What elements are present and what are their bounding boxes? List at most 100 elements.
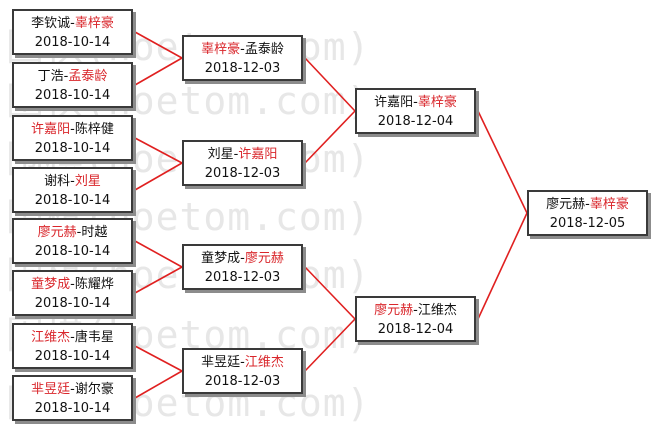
player-separator: -	[585, 197, 590, 212]
player-left: 李钦诚	[31, 16, 71, 31]
player-left: 刘星	[207, 147, 234, 162]
match-players: 童梦成-廖元赫	[184, 249, 301, 268]
player-right: 刘星	[74, 174, 101, 189]
player-separator: -	[70, 16, 75, 31]
match-date: 2018-10-14	[34, 244, 111, 259]
player-right: 廖元赫	[244, 251, 284, 266]
match-players: 谢科-刘星	[14, 172, 131, 191]
match-players: 廖元赫-江维杰	[357, 301, 474, 320]
round2-match: 芈昱廷-江维杰 2018-12-03	[182, 348, 303, 394]
player-left: 芈昱廷	[31, 382, 71, 397]
match-date: 2018-12-03	[204, 166, 281, 181]
bracket-connector-line	[134, 57, 183, 86]
match-players: 童梦成-陈耀烨	[14, 275, 131, 294]
bracket-connector-line	[304, 110, 356, 164]
bracket-connector-line	[134, 137, 183, 164]
round1-match: 童梦成-陈耀烨 2018-10-14	[12, 270, 133, 316]
player-left: 丁浩	[37, 69, 64, 84]
player-separator: -	[240, 42, 245, 57]
player-right: 辜梓豪	[589, 197, 629, 212]
match-date: 2018-12-05	[549, 216, 626, 231]
match-date: 2018-10-14	[34, 88, 111, 103]
bracket-connector-line	[134, 266, 183, 294]
player-right: 江维杰	[417, 303, 457, 318]
match-players: 刘星-许嘉阳	[184, 145, 301, 164]
match-date: 2018-12-03	[204, 61, 281, 76]
player-separator: -	[63, 69, 69, 84]
player-separator: -	[240, 355, 245, 370]
match-players: 廖元赫-时越	[14, 223, 131, 242]
player-right: 谢尔豪	[74, 382, 114, 397]
player-right: 辜梓豪	[417, 95, 457, 110]
match-date: 2018-12-03	[204, 270, 281, 285]
match-date: 2018-10-14	[34, 193, 111, 208]
round2-match: 刘星-许嘉阳 2018-12-03	[182, 140, 303, 186]
player-separator: -	[70, 382, 75, 397]
player-right: 孟泰龄	[68, 69, 108, 84]
match-date: 2018-10-14	[34, 296, 111, 311]
player-separator: -	[70, 174, 75, 189]
match-players: 芈昱廷-江维杰	[184, 353, 301, 372]
match-date: 2018-12-03	[204, 374, 281, 389]
player-left: 廖元赫	[374, 303, 414, 318]
player-left: 江维杰	[31, 330, 71, 345]
player-separator: -	[233, 147, 239, 162]
bracket-connector-line	[134, 345, 183, 372]
player-separator: -	[76, 225, 82, 240]
match-players: 廖元赫-辜梓豪	[529, 195, 646, 214]
match-players: 丁浩-孟泰龄	[14, 67, 131, 86]
player-right: 时越	[81, 225, 108, 240]
player-right: 辜梓豪	[74, 16, 114, 31]
player-left: 许嘉阳	[31, 122, 71, 137]
player-left: 芈昱廷	[201, 355, 241, 370]
bracket-connector-line	[304, 318, 356, 372]
match-date: 2018-10-14	[34, 401, 111, 416]
player-right: 江维杰	[244, 355, 284, 370]
match-players: 李钦诚-辜梓豪	[14, 14, 131, 33]
match-players: 芈昱廷-谢尔豪	[14, 380, 131, 399]
player-right: 许嘉阳	[238, 147, 278, 162]
player-separator: -	[70, 330, 75, 345]
match-players: 辜梓豪-孟泰龄	[184, 40, 301, 59]
bracket-connector-line	[134, 240, 183, 268]
bracket-connector-line	[134, 370, 183, 399]
bracket-connector-line	[134, 162, 183, 191]
player-left: 辜梓豪	[201, 42, 241, 57]
player-left: 许嘉阳	[374, 95, 414, 110]
match-date: 2018-10-14	[34, 35, 111, 50]
round1-match: 江维杰-唐韦星 2018-10-14	[12, 323, 133, 369]
match-date: 2018-10-14	[34, 349, 111, 364]
player-left: 童梦成	[201, 251, 241, 266]
match-players: 许嘉阳-辜梓豪	[357, 93, 474, 112]
match-date: 2018-10-14	[34, 141, 111, 156]
player-separator: -	[413, 95, 418, 110]
bracket-connector-line	[477, 212, 528, 320]
round1-match: 廖元赫-时越 2018-10-14	[12, 218, 133, 264]
final-match: 廖元赫-辜梓豪 2018-12-05	[527, 190, 648, 236]
round1-match: 许嘉阳-陈梓健 2018-10-14	[12, 115, 133, 161]
player-separator: -	[413, 303, 418, 318]
bracket-connector-line	[304, 266, 356, 320]
player-right: 唐韦星	[74, 330, 114, 345]
round1-match: 谢科-刘星 2018-10-14	[12, 167, 133, 213]
player-left: 童梦成	[31, 277, 71, 292]
bracket-connector-line	[304, 57, 356, 112]
round3-match: 廖元赫-江维杰 2018-12-04	[355, 296, 476, 342]
match-players: 许嘉阳-陈梓健	[14, 120, 131, 139]
match-players: 江维杰-唐韦星	[14, 328, 131, 347]
player-separator: -	[70, 277, 75, 292]
player-left: 廖元赫	[546, 197, 586, 212]
round2-match: 童梦成-廖元赫 2018-12-03	[182, 244, 303, 290]
player-right: 陈梓健	[74, 122, 114, 137]
player-separator: -	[70, 122, 75, 137]
match-date: 2018-12-04	[377, 322, 454, 337]
player-right: 陈耀烨	[74, 277, 114, 292]
player-separator: -	[240, 251, 245, 266]
player-left: 廖元赫	[37, 225, 77, 240]
round2-match: 辜梓豪-孟泰龄 2018-12-03	[182, 35, 303, 81]
round1-match: 李钦诚-辜梓豪 2018-10-14	[12, 9, 133, 55]
bracket-connector-line	[477, 110, 528, 214]
